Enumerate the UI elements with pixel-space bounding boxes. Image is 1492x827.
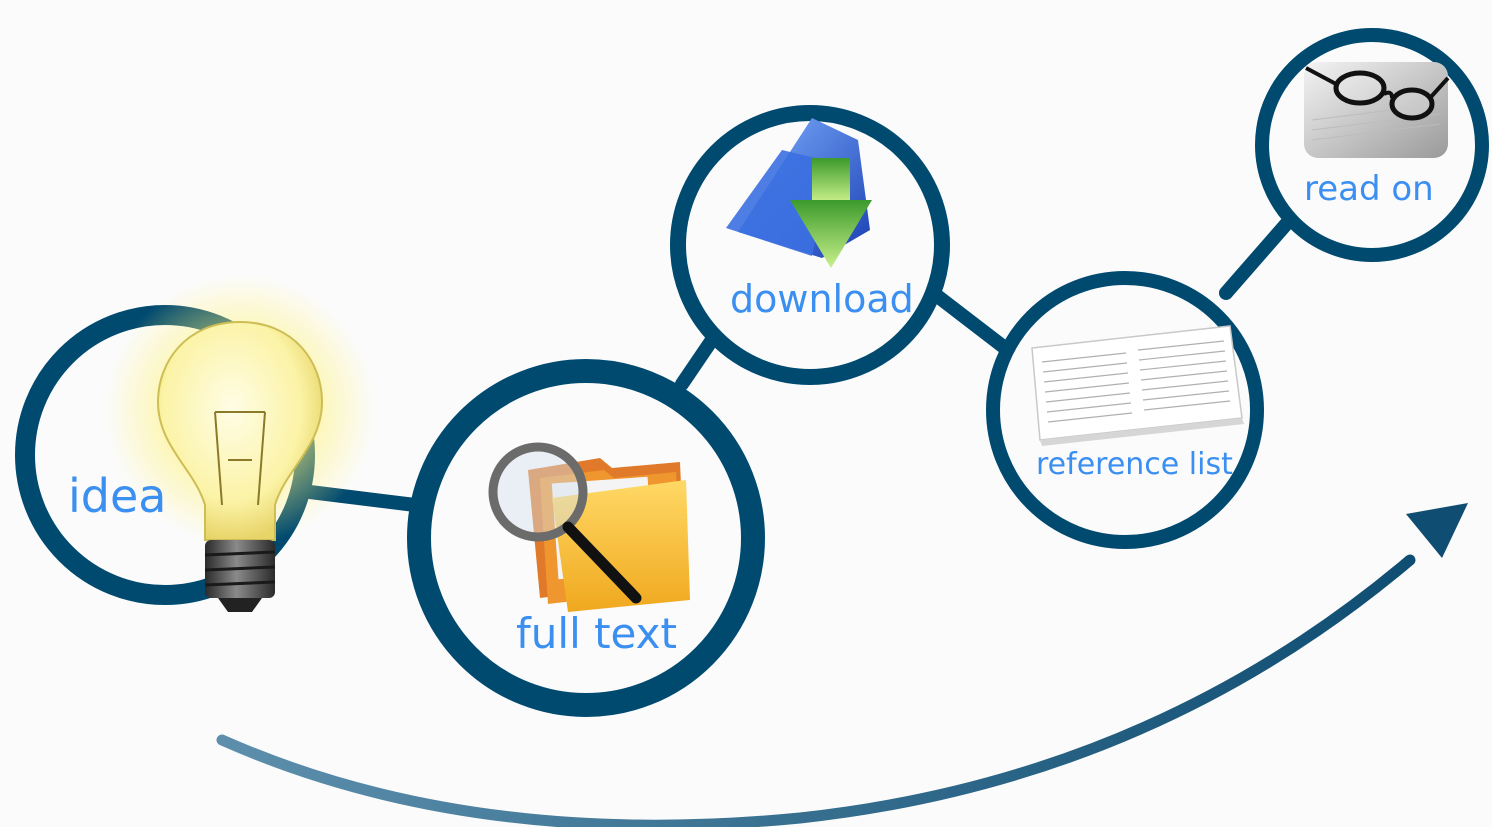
node-download-label: download [730,277,914,321]
document-page-icon [1031,325,1244,446]
connector-reference-readon [1219,215,1295,300]
folder-magnifier-icon [488,442,690,612]
node-full-text-label: full text [516,609,677,658]
node-read-on-label: read on [1304,169,1434,209]
progress-arrow-curve [216,554,1416,827]
reading-glasses-icon [1304,62,1450,158]
node-reference-list-label: reference list [1036,447,1233,482]
lightbulb-icon [156,320,324,612]
node-reference-list: reference list [986,271,1264,549]
connector-download-reference [929,288,1012,355]
node-full-text: full text [407,359,765,717]
node-read-on: read on [1255,28,1489,262]
node-download: download [670,105,950,385]
node-idea: idea [15,275,375,612]
progress-arrow-head-icon [1406,503,1468,558]
node-idea-label: idea [68,469,166,523]
progress-arrow [216,503,1468,827]
download-folder-icon [726,118,872,268]
